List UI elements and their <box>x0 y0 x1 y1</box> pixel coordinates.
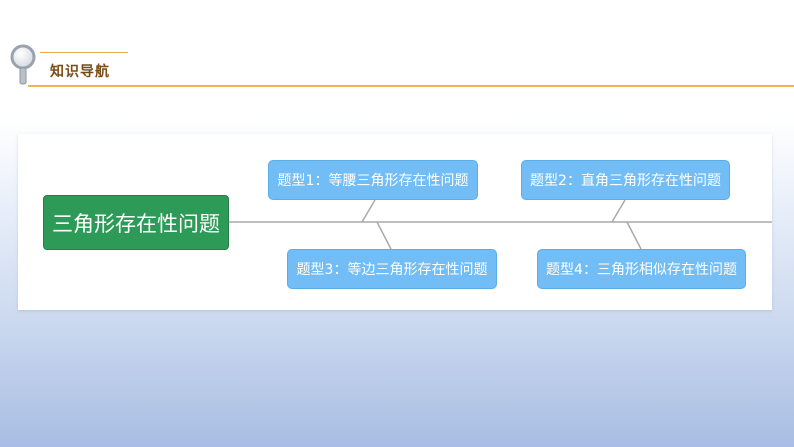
section-header: 知识导航 <box>0 0 794 100</box>
topic-node-1: 题型1：等腰三角形存在性问题 <box>268 160 478 200</box>
magnifier-icon <box>10 44 36 85</box>
topic-node-3: 题型3：等边三角形存在性问题 <box>287 249 497 289</box>
header-bottom-rule <box>28 85 794 87</box>
section-title: 知识导航 <box>50 64 110 80</box>
root-node: 三角形存在性问题 <box>43 195 229 250</box>
topic-node-2: 题型2：直角三角形存在性问题 <box>521 160 730 200</box>
header-top-rule <box>40 52 128 53</box>
topic-node-4: 题型4：三角形相似存在性问题 <box>537 249 746 289</box>
